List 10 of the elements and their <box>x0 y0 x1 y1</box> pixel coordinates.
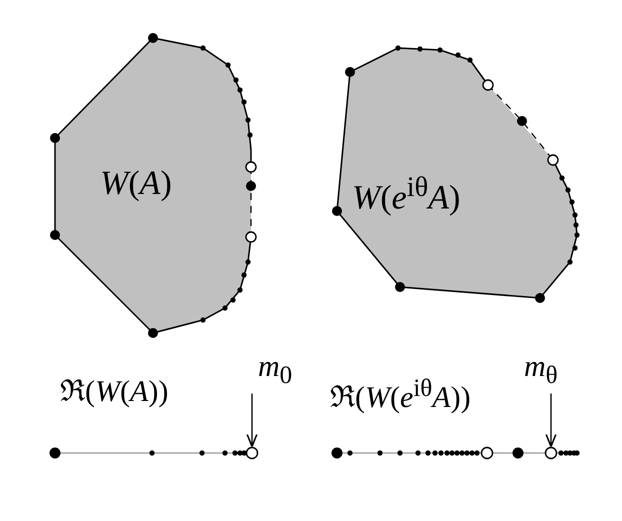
open-point <box>246 446 258 460</box>
axis-label: ℜ(W(e$^{iθ}$A)) <box>330 375 471 414</box>
point-label: m$_{0}$ <box>258 350 292 390</box>
axis-label: ℜ(W(A)) <box>60 375 168 408</box>
arrow <box>545 394 557 448</box>
region-label: W(e$^{iθ}$A) <box>352 172 460 217</box>
arrow <box>246 394 258 448</box>
open-point <box>544 446 558 460</box>
point-label: m$_{θ}$ <box>524 350 558 390</box>
region-label: W(A) <box>100 165 172 202</box>
